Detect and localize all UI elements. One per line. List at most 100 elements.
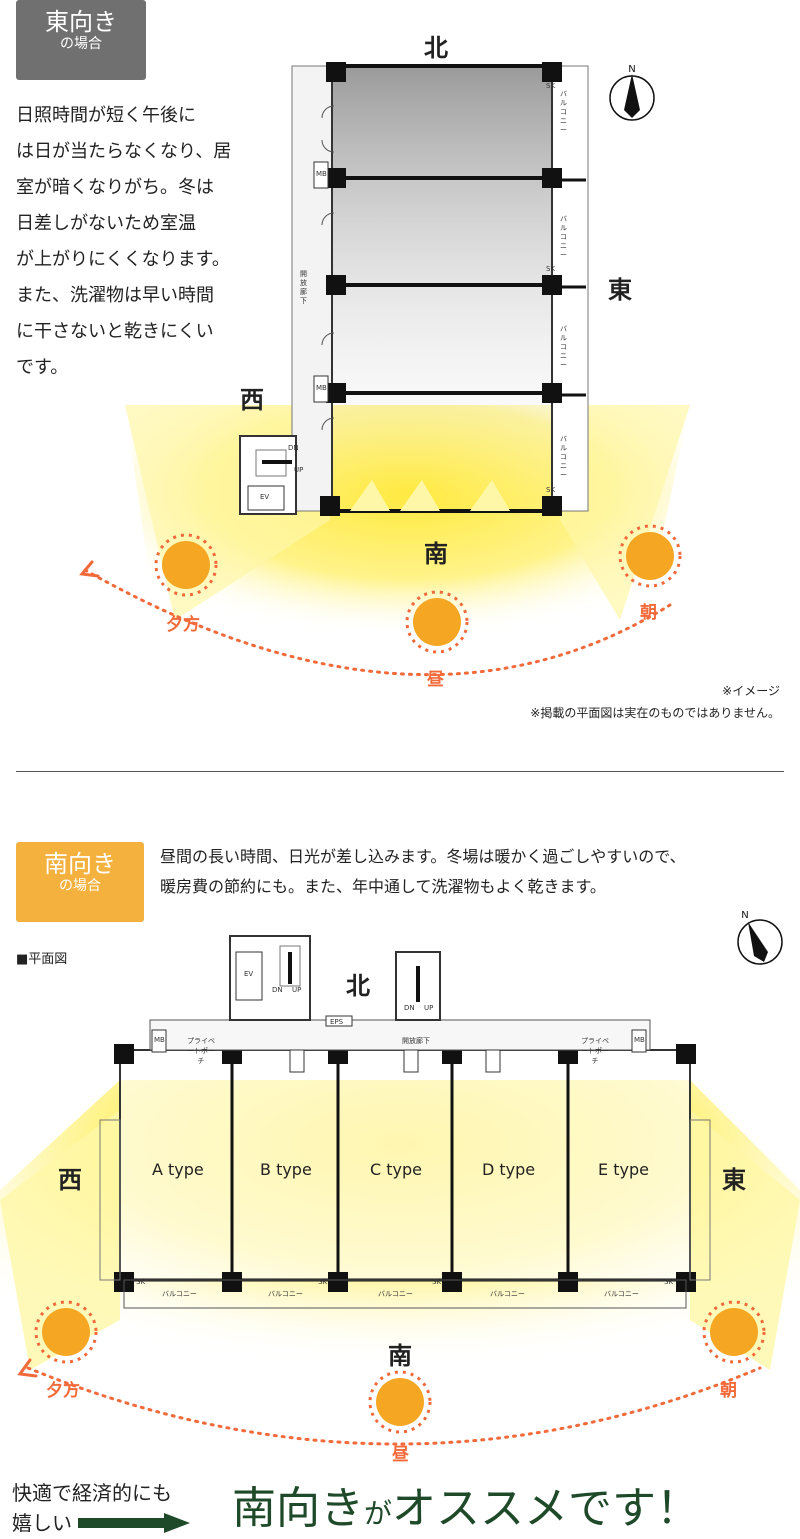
- sun-label-morning: 朝: [720, 1381, 737, 1401]
- mb-label: MB: [634, 1036, 645, 1044]
- sk-label: SK: [136, 1278, 146, 1286]
- sun-evening-icon: [34, 1300, 98, 1364]
- ev-label: EV: [244, 970, 254, 978]
- floor-plan-label: ■平面図: [16, 952, 68, 967]
- sun-noon-icon: [368, 1370, 432, 1434]
- unit-label-e: E type: [598, 1160, 649, 1179]
- tagline-word: 嬉しい: [12, 1511, 72, 1535]
- eps-label: EPS: [330, 1018, 344, 1026]
- dn-label: DN: [288, 444, 299, 452]
- balcony-label: バルコニー: [604, 1290, 639, 1298]
- corridor-label: 開放廊下: [300, 270, 307, 305]
- section-divider: [16, 771, 784, 772]
- badge-subtitle: の場合: [59, 878, 101, 894]
- unit-label-a: A type: [152, 1160, 204, 1179]
- svg-text:N: N: [741, 910, 748, 921]
- desc-line: また、洗濯物は早い時間: [16, 285, 214, 306]
- balcony-area: [123, 1279, 687, 1309]
- sun-morning-icon: [702, 1300, 766, 1364]
- room-area: [332, 66, 552, 511]
- svg-text:N: N: [628, 64, 635, 75]
- sun-path-arc: [26, 1366, 762, 1446]
- sun-label-morning: 朝: [640, 603, 657, 623]
- balcony-label: バルコニー: [560, 215, 567, 259]
- sun-path-arc: [83, 568, 672, 677]
- up-label: UP: [424, 1004, 434, 1012]
- compass-icon: N: [737, 910, 783, 965]
- sun-label-noon: 昼: [392, 1445, 409, 1465]
- sk-label: SK: [664, 1278, 674, 1286]
- sun-label-evening: 夕方: [166, 615, 200, 635]
- unit-label-d: D type: [482, 1160, 536, 1179]
- label-east: 東: [722, 1166, 746, 1194]
- unit-label-c: C type: [370, 1160, 422, 1179]
- sk-label: SK: [546, 265, 556, 273]
- desc-line: 日照時間が短く午後に: [16, 105, 196, 126]
- label-south: 南: [424, 540, 448, 568]
- sun-label-evening: 夕方: [46, 1381, 80, 1401]
- east-facing-diagram: N: [79, 62, 690, 677]
- sk-label: SK: [432, 1278, 442, 1286]
- badge-subtitle: の場合: [60, 36, 102, 52]
- arc-arrowhead: [79, 560, 100, 578]
- balcony-label: バルコニー: [560, 435, 567, 479]
- ev-label: EV: [260, 493, 270, 501]
- sun-morning-icon: [618, 524, 682, 588]
- desc-line: 昼間の長い時間、日光が差し込みます。冬場は暖かく過ごしやすいので、: [160, 847, 686, 866]
- label-west: 西: [58, 1166, 82, 1194]
- sun-label-noon: 昼: [427, 670, 444, 690]
- bottom-headline: 南向きがオススメです！: [232, 1472, 700, 1536]
- sunlight-beam-left: [0, 1110, 120, 1370]
- image-note: ※イメージ: [722, 684, 780, 698]
- unit-label-b: B type: [260, 1160, 312, 1179]
- compass-icon: N: [609, 64, 655, 121]
- disclaimer-note: ※掲載の平面図は実在のものではありません。: [530, 706, 780, 720]
- mb-label: MB: [316, 170, 327, 178]
- porch-label: プライベートポーチ: [187, 1037, 215, 1065]
- desc-line: が上がりにくくなります。: [16, 249, 230, 270]
- south-facing-diagram: N: [0, 910, 800, 1446]
- label-east: 東: [608, 276, 632, 304]
- sun-noon-icon: [405, 590, 469, 654]
- corridor-area: [149, 1019, 651, 1051]
- label-west: 西: [240, 386, 264, 414]
- porch-label: プライベートポーチ: [581, 1037, 609, 1065]
- sunlight-beam-right: [560, 405, 690, 620]
- label-north: 北: [346, 972, 370, 1000]
- headline-tail: オススメです！: [392, 1483, 701, 1534]
- balcony-label: バルコニー: [378, 1290, 413, 1298]
- dn-label: DN: [272, 986, 283, 994]
- tagline-line: 快適で経済的にも: [12, 1481, 172, 1505]
- sk-label: SK: [318, 1278, 328, 1286]
- desc-line: に干さないと乾きにくい: [16, 321, 214, 342]
- balcony-label: バルコニー: [490, 1290, 525, 1298]
- arc-arrowhead: [17, 1358, 38, 1378]
- headline-particle: が: [364, 1497, 393, 1530]
- desc-line: 暖房費の節約にも。また、年中通して洗濯物もよく乾きます。: [160, 877, 606, 896]
- elevator: [235, 951, 263, 1001]
- desc-line: 室が暗くなりがち。冬は: [16, 177, 214, 198]
- headline-main: 南向き: [232, 1483, 364, 1534]
- desc-line: です。: [16, 357, 69, 378]
- balcony-label: バルコニー: [560, 90, 567, 134]
- east-facing-badge: 東向き の場合: [16, 0, 146, 80]
- mb-label: MB: [316, 384, 327, 392]
- label-north: 北: [424, 34, 448, 62]
- sunlight-beam-right: [690, 1110, 800, 1370]
- corridor-label: 開放廊下: [402, 1037, 430, 1045]
- tagline-line: 嬉しい: [12, 1508, 222, 1538]
- desc-line: は日が当たらなくなり、居: [16, 141, 232, 162]
- balcony-label: バルコニー: [268, 1290, 303, 1298]
- mb-label: MB: [154, 1036, 165, 1044]
- elevator: [247, 485, 285, 511]
- bottom-tagline: 快適で経済的にも 嬉しい: [12, 1478, 222, 1538]
- east-facing-description: 日照時間が短く午後に は日が当たらなくなり、居 室が暗くなりがち。冬は 日差しが…: [16, 98, 256, 386]
- balcony-label: バルコニー: [162, 1290, 197, 1298]
- south-facing-badge: 南向き の場合: [16, 842, 144, 922]
- dn-label: DN: [404, 1004, 415, 1012]
- sk-label: SK: [546, 486, 556, 494]
- up-label: UP: [292, 986, 302, 994]
- units-area: [120, 1050, 690, 1280]
- south-facing-description: 昼間の長い時間、日光が差し込みます。冬場は暖かく過ごしやすいので、 暖房費の節約…: [160, 842, 790, 902]
- arrow-right-icon: [78, 1513, 190, 1533]
